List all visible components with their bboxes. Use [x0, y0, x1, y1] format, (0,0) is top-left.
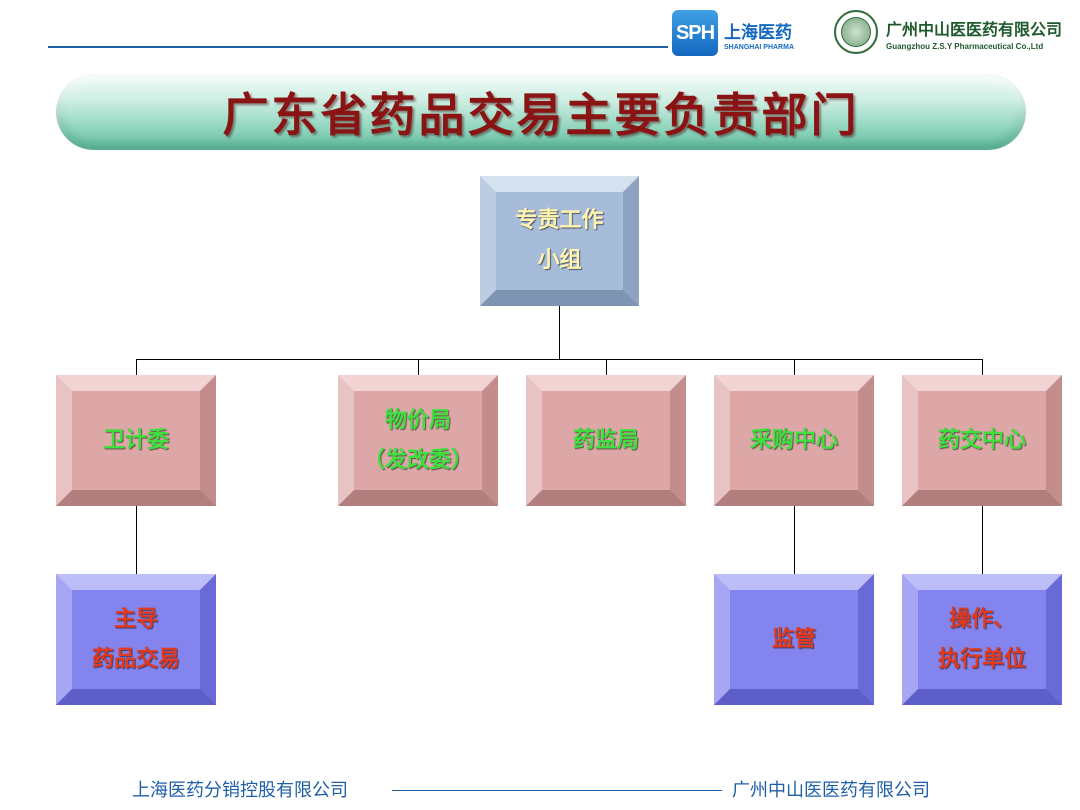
node-department-label: 物价局 — [384, 407, 451, 433]
node-role-label: 监管 — [771, 626, 816, 652]
node-department: 物价局 （发改委） — [338, 375, 498, 506]
node-role-label: 主导 — [113, 606, 158, 632]
header-divider — [48, 46, 668, 48]
connector-drop-5 — [982, 359, 983, 375]
node-root: 专责工作 小组 — [480, 176, 639, 306]
footer-company-right: 广州中山医医药有限公司 — [732, 780, 930, 801]
node-root-line2: 小组 — [537, 248, 582, 273]
company-seal-icon — [834, 10, 878, 54]
zsy-pharma-logo: 广州中山医医药有限公司 Guangzhou Z.S.Y Pharmaceutic… — [834, 10, 1074, 60]
connector-caigou-down — [794, 506, 795, 574]
node-department-label: 药监局 — [572, 427, 639, 453]
node-department: 采购中心 — [714, 375, 874, 506]
slide-title: 广东省药品交易主要负责部门 — [222, 88, 860, 142]
connector-yaojiao-down — [982, 506, 983, 574]
connector-weijiwei-down — [136, 506, 137, 574]
node-role: 监管 — [714, 574, 874, 705]
footer-company-left: 上海医药分销控股有限公司 — [132, 780, 348, 801]
zsy-logo-name-en: Guangzhou Z.S.Y Pharmaceutical Co.,Ltd — [886, 42, 1044, 51]
connector-drop-2 — [418, 359, 419, 375]
shanghai-pharma-logo: SPH 上海医药 SHANGHAI PHARMA — [672, 10, 812, 58]
connector-horizontal-bus — [136, 359, 983, 360]
node-role: 操作、 执行单位 — [902, 574, 1062, 705]
connector-root-down — [559, 306, 560, 360]
node-department-label: 药交中心 — [937, 427, 1026, 453]
node-root-line1: 专责工作 — [515, 208, 604, 234]
node-department: 卫计委 — [56, 375, 216, 506]
node-role: 主导 药品交易 — [56, 574, 216, 705]
connector-drop-3 — [606, 359, 607, 375]
node-role-sublabel: 执行单位 — [937, 646, 1026, 672]
node-department-sublabel: （发改委） — [362, 447, 473, 473]
connector-drop-4 — [794, 359, 795, 375]
sph-logo-name-en: SHANGHAI PHARMA — [724, 44, 794, 51]
node-department-label: 卫计委 — [102, 427, 169, 453]
connector-drop-1 — [136, 359, 137, 375]
zsy-logo-name: 广州中山医医药有限公司 — [886, 20, 1063, 39]
title-banner: 广东省药品交易主要负责部门 — [56, 74, 1026, 150]
node-department: 药交中心 — [902, 375, 1062, 506]
node-role-sublabel: 药品交易 — [91, 646, 180, 672]
node-department: 药监局 — [526, 375, 686, 506]
footer-divider — [392, 790, 722, 791]
sph-logo-name: 上海医药 — [724, 23, 792, 43]
node-department-label: 采购中心 — [749, 427, 838, 453]
node-role-label: 操作、 — [948, 606, 1015, 632]
sph-logo-mark: SPH — [672, 10, 718, 56]
